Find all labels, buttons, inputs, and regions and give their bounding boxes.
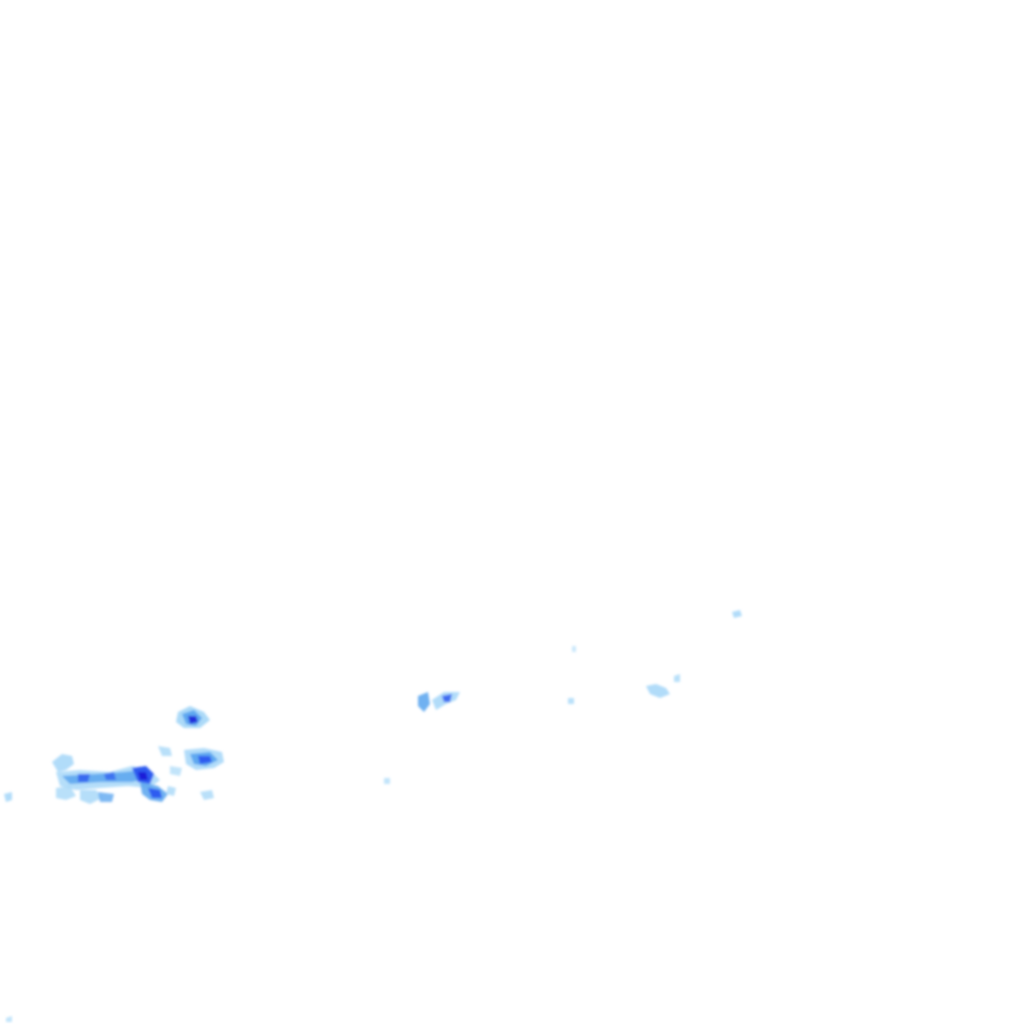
- echo-cluster-west-main: [4, 754, 214, 804]
- echo-speck-bottom-left: [6, 1016, 12, 1022]
- echo-cluster-center: [384, 692, 460, 784]
- echo-cluster-west-north: [176, 706, 210, 728]
- echo-cluster-east: [568, 646, 680, 704]
- echo-cluster-far-east: [732, 610, 742, 618]
- echo-cluster-west-east: [158, 746, 224, 776]
